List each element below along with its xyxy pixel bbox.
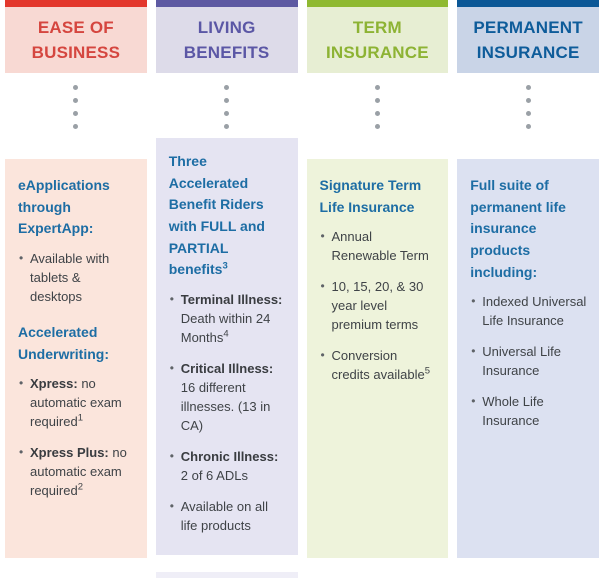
connector-dot <box>73 85 79 90</box>
dotted-connector <box>307 73 449 159</box>
header-accent-bar <box>457 0 599 7</box>
footnote-marker: 5 <box>424 365 431 377</box>
bullet-item: Available on all life products <box>169 498 287 536</box>
connector-dot <box>73 111 79 116</box>
connector-dot <box>224 85 230 90</box>
connector-dot <box>525 98 531 103</box>
header-accent-bar <box>306 0 449 7</box>
column-title: TERM INSURANCE <box>306 7 449 73</box>
column-term-insurance: TERM INSURANCE Signature Term Life Insur… <box>306 0 449 578</box>
bullet-list: Terminal Illness: Death within 24 Months… <box>169 291 287 536</box>
footnote-marker: 2 <box>77 481 83 493</box>
content-heading: Full suite of permanent life insurance p… <box>470 177 566 280</box>
dotted-connector <box>156 73 298 138</box>
connector-dot <box>374 98 380 103</box>
bullet-item: Terminal Illness: Death within 24 Months… <box>169 291 287 348</box>
connector-dot <box>374 111 380 116</box>
bullet-item: Xpress Plus: no automatic exam required2 <box>18 444 136 501</box>
content-ease-of-business: eApplications through ExpertApp: Availab… <box>5 159 147 558</box>
bullet-item: Whole Life Insurance <box>470 393 588 431</box>
bullet-item: Annual Renewable Term <box>320 228 438 266</box>
connector-dot <box>374 85 380 90</box>
bullet-item: Universal Life Insurance <box>470 343 588 381</box>
partial-box-bottom <box>155 572 298 578</box>
footnote-marker: 1 <box>77 412 83 424</box>
connector-dot <box>525 85 531 90</box>
content-heading: Three Accelerated Benefit Riders with FU… <box>168 153 265 278</box>
connector-dot <box>525 124 531 129</box>
dotted-connector <box>5 73 147 159</box>
header-ease-of-business: EASE OF BUSINESS <box>5 0 147 73</box>
header-living-benefits: LIVING BENEFITS <box>155 0 298 73</box>
bullet-list: Indexed Universal Life Insurance Univers… <box>470 293 588 431</box>
bullet-item: Conversion credits available5 <box>320 347 438 385</box>
column-title: LIVING BENEFITS <box>155 7 298 73</box>
bullet-item: Xpress: no automatic exam required1 <box>18 375 136 432</box>
bullet-list: Xpress: no automatic exam required1 Xpre… <box>18 375 136 501</box>
connector-dot <box>224 98 230 103</box>
connector-dot <box>224 124 230 129</box>
bullet-item: Indexed Universal Life Insurance <box>470 293 588 331</box>
bullet-item: 10, 15, 20, & 30 year level premium term… <box>320 278 438 335</box>
header-term-insurance: TERM INSURANCE <box>306 0 449 73</box>
content-heading: Signature Term Life Insurance <box>319 177 422 215</box>
column-title: EASE OF BUSINESS <box>5 7 147 73</box>
column-permanent-insurance: PERMANENT INSURANCE Full suite of perman… <box>457 0 599 578</box>
header-accent-bar <box>155 0 298 7</box>
connector-dot <box>525 111 531 116</box>
column-ease-of-business: EASE OF BUSINESS eApplications through E… <box>5 0 147 578</box>
connector-dot <box>374 124 380 129</box>
content-living-benefits: Three Accelerated Benefit Riders with FU… <box>155 138 298 555</box>
dotted-connector <box>457 73 599 159</box>
bullet-item: Available with tablets & desktops <box>18 250 136 307</box>
bullet-list: Available with tablets & desktops <box>18 250 136 307</box>
connector-dot <box>73 124 79 129</box>
content-heading: Accelerated Underwriting: <box>18 323 109 362</box>
header-accent-bar <box>5 0 147 7</box>
bullet-item: Critical Illness: 16 different illnesses… <box>169 360 287 436</box>
column-living-benefits: LIVING BENEFITS Three Accelerated Benefi… <box>155 0 298 578</box>
column-title: PERMANENT INSURANCE <box>457 7 599 73</box>
connector-dot <box>73 98 79 103</box>
footnote-marker: 3 <box>222 260 228 272</box>
content-heading: eApplications through ExpertApp: <box>18 177 110 237</box>
content-term-insurance: Signature Term Life Insurance Annual Ren… <box>306 159 449 558</box>
bullet-item: Chronic Illness: 2 of 6 ADLs <box>169 448 287 486</box>
bullet-list: Annual Renewable Term 10, 15, 20, & 30 y… <box>320 228 438 385</box>
content-permanent-insurance: Full suite of permanent life insurance p… <box>457 159 599 558</box>
footnote-marker: 4 <box>223 328 229 340</box>
connector-dot <box>224 111 230 116</box>
header-permanent-insurance: PERMANENT INSURANCE <box>457 0 599 73</box>
